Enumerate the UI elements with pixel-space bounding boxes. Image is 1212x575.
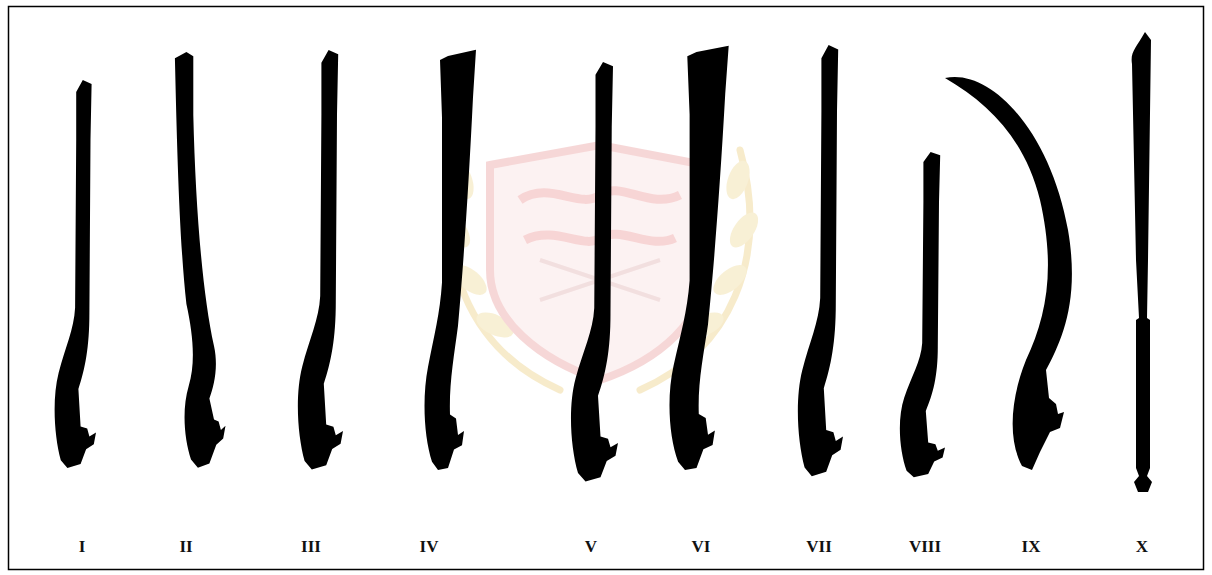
sword-iii	[298, 50, 343, 469]
sword-i	[55, 80, 96, 468]
sword-viii	[900, 152, 945, 477]
roman-numeral: IX	[1022, 538, 1041, 555]
roman-numeral: VIII	[909, 538, 941, 555]
sword-silhouettes	[55, 32, 1152, 492]
roman-numeral: X	[1136, 538, 1148, 555]
sword-vii	[798, 45, 843, 476]
roman-numeral: I	[79, 538, 86, 555]
roman-numeral: V	[585, 538, 597, 555]
sword-x	[1132, 32, 1152, 492]
sword-vi	[669, 46, 728, 470]
roman-numeral: II	[179, 538, 192, 555]
roman-numeral: VI	[692, 538, 711, 555]
sword-iv	[425, 50, 476, 470]
roman-numeral: IV	[420, 538, 439, 555]
roman-numeral: VII	[806, 538, 832, 555]
roman-numeral: III	[301, 538, 321, 555]
sword-v	[571, 62, 618, 481]
sword-ii	[175, 52, 226, 468]
frame-border	[9, 7, 1204, 570]
sword-ix	[945, 77, 1072, 470]
